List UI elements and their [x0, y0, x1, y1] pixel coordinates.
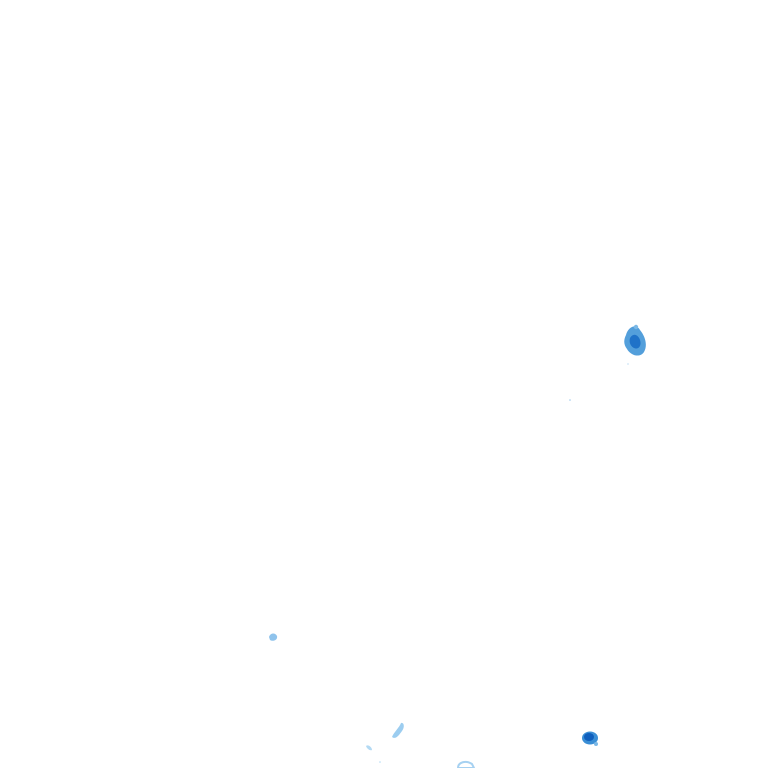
precip-speck-south-2 — [366, 745, 372, 751]
precip-speck-south-3 — [379, 760, 476, 768]
precip-cell-southeast — [582, 731, 598, 746]
precip-speck-west — [269, 633, 278, 641]
precip-speck-south-1 — [392, 722, 404, 738]
precip-cell-east — [569, 324, 646, 401]
